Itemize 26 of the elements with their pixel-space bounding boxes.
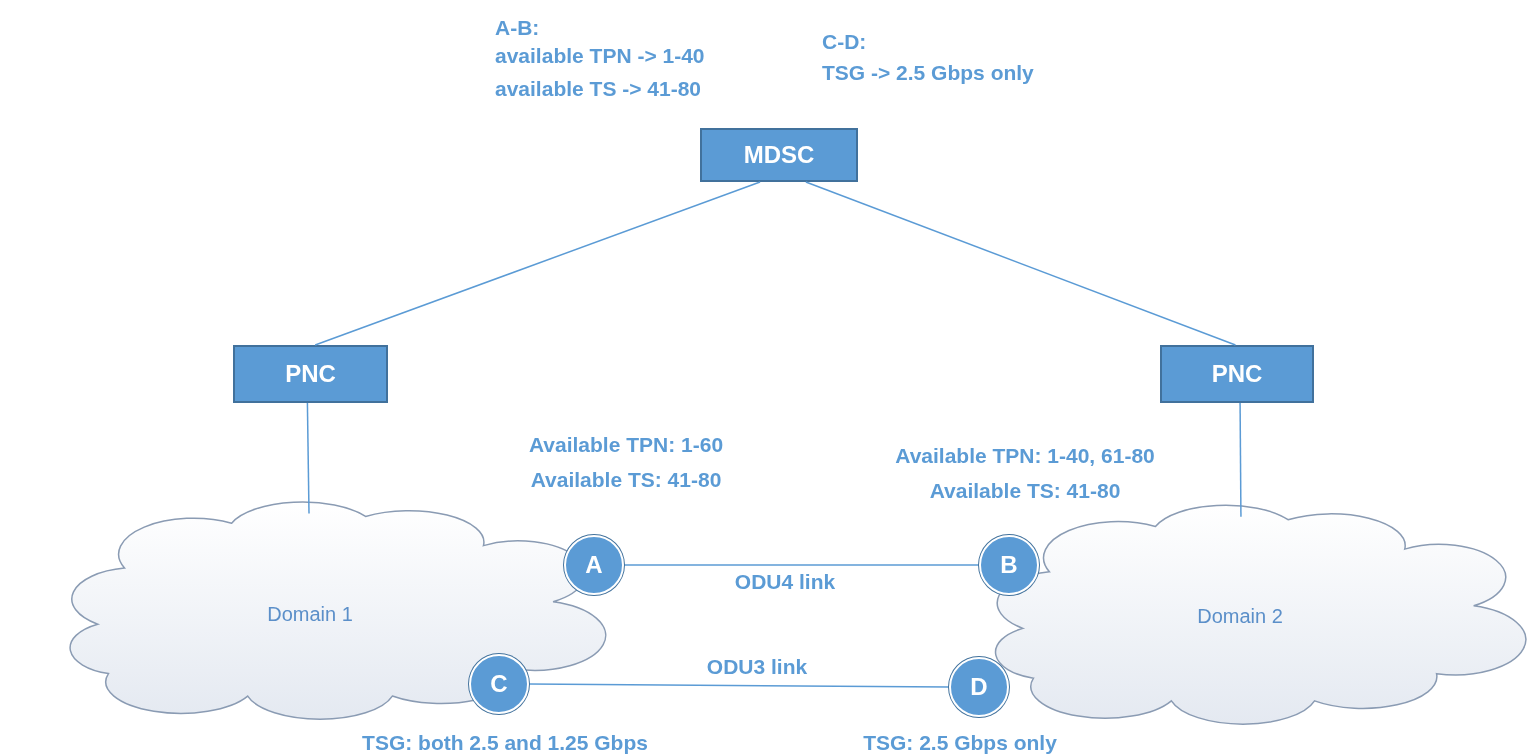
annotation-text: TSG -> 2.5 Gbps only [822,61,1034,85]
domain-label: Domain 2 [1197,604,1283,628]
connector-line [528,683,950,688]
controller-box: PNC [233,345,388,403]
annotation-text: A-B: [495,16,540,40]
annotation-text: available TPN -> 1-40 [495,44,705,68]
domain-label: Domain 1 [267,602,353,626]
connector-line [314,181,761,346]
annotation-text: Available TPN: 1-60 [528,433,724,457]
annotation-text: Available TPN: 1-40, 61-80 [895,444,1155,468]
node-circle: D [949,657,1009,717]
annotation-text: TSG: 2.5 Gbps only [863,731,1057,755]
node-circle: A [564,535,624,595]
annotation-text: Available TS: 41-80 [530,468,722,492]
connector-line [306,402,310,515]
node-circle: B [979,535,1039,595]
annotation-text: available TS -> 41-80 [495,77,702,101]
connector-line [1239,402,1242,518]
controller-box: PNC [1160,345,1314,403]
node-circle: C [469,654,529,714]
annotation-text: C-D: [822,30,867,54]
controller-box: MDSC [700,128,858,182]
connector-line [805,181,1237,346]
annotation-text: TSG: both 2.5 and 1.25 Gbps [362,731,648,755]
annotation-text: Available TS: 41-80 [929,479,1121,503]
connector-line [623,564,980,566]
